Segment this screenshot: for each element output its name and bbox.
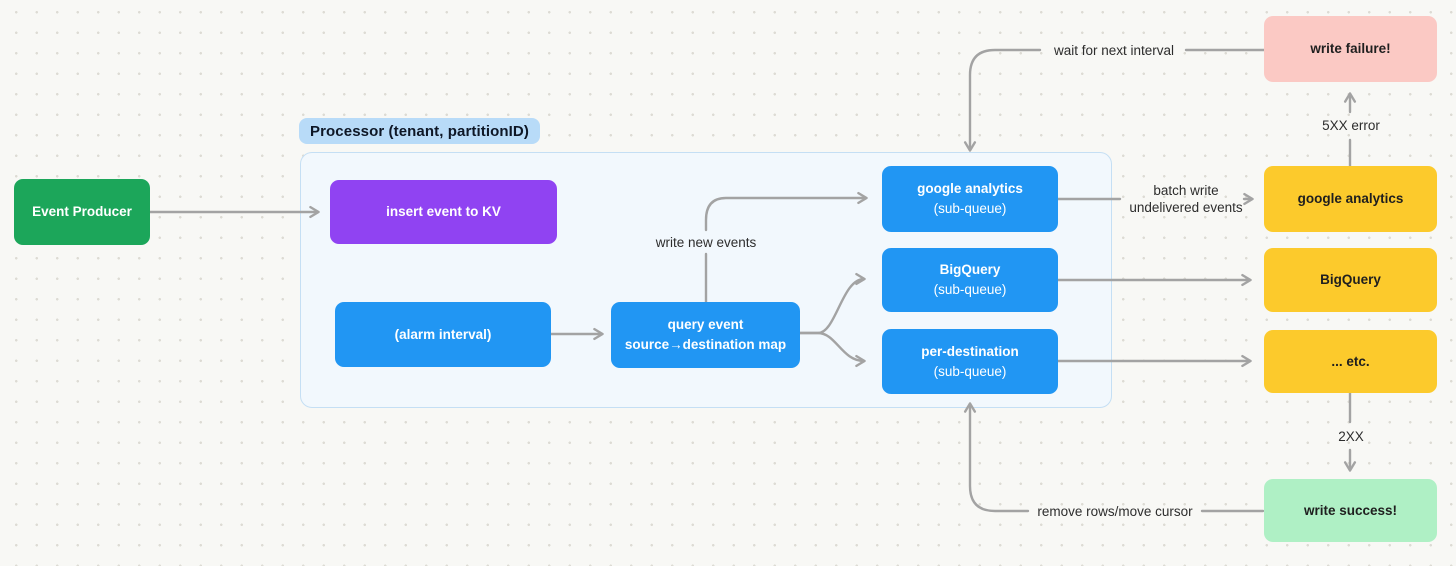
node-bigquery-subqueue: BigQuery (sub-queue)	[882, 248, 1058, 312]
node-label-line1: google analytics	[917, 181, 1023, 196]
node-alarm-interval: (alarm interval)	[335, 302, 551, 367]
node-label-line2: source→destination map	[624, 337, 787, 352]
node-bigquery-sink: BigQuery	[1264, 248, 1437, 312]
node-label-line2: (sub-queue)	[933, 201, 1007, 216]
node-label: write success!	[1303, 502, 1398, 518]
node-event-producer: Event Producer	[14, 179, 150, 245]
node-per-destination-subqueue: per-destination (sub-queue)	[882, 329, 1058, 394]
node-label: insert event to KV	[386, 204, 501, 219]
node-label: BigQuery	[1320, 272, 1381, 287]
node-label: ... etc.	[1331, 353, 1370, 369]
node-label: Event Producer	[32, 204, 132, 219]
edge-label-write-new-events: write new events	[655, 234, 757, 250]
node-label-line1: per-destination	[921, 343, 1019, 359]
node-query-event-map: query event source→destination map	[611, 302, 800, 368]
edge-label-2xx: 2XX	[1338, 428, 1364, 444]
node-google-analytics-subqueue: google analytics (sub-queue)	[882, 166, 1058, 232]
edge-label-batch-write-undelivered: batch write undelivered events	[1124, 180, 1248, 218]
edge-wait-left	[963, 48, 1042, 152]
node-write-failure: write failure!	[1264, 16, 1437, 82]
node-label: google analytics	[1297, 191, 1404, 206]
node-label: write failure!	[1310, 41, 1391, 56]
node-write-success: write success!	[1264, 479, 1437, 542]
node-google-analytics-sink: google analytics	[1264, 166, 1437, 232]
node-insert-event-to-kv: insert event to KV	[330, 180, 557, 244]
processor-group-label: Processor (tenant, partitionID)	[299, 118, 540, 144]
edge-label-remove-rows-move-cursor: remove rows/move cursor	[1037, 503, 1193, 519]
node-label: (alarm interval)	[394, 326, 492, 342]
edge-label-wait-for-next-interval: wait for next interval	[1053, 42, 1175, 58]
node-label-line1: BigQuery	[939, 262, 1001, 277]
edge-label-line1: batch write	[1153, 183, 1219, 198]
node-etc-sink: ... etc.	[1264, 330, 1437, 393]
edge-remove-left	[963, 402, 1030, 513]
node-label-line1: query event	[667, 317, 744, 332]
edge-label-5xx-error: 5XX error	[1322, 117, 1380, 133]
edge-label-line2: undelivered events	[1129, 200, 1243, 215]
node-label-line2: (sub-queue)	[933, 282, 1007, 297]
node-label-line2: (sub-queue)	[933, 363, 1007, 379]
